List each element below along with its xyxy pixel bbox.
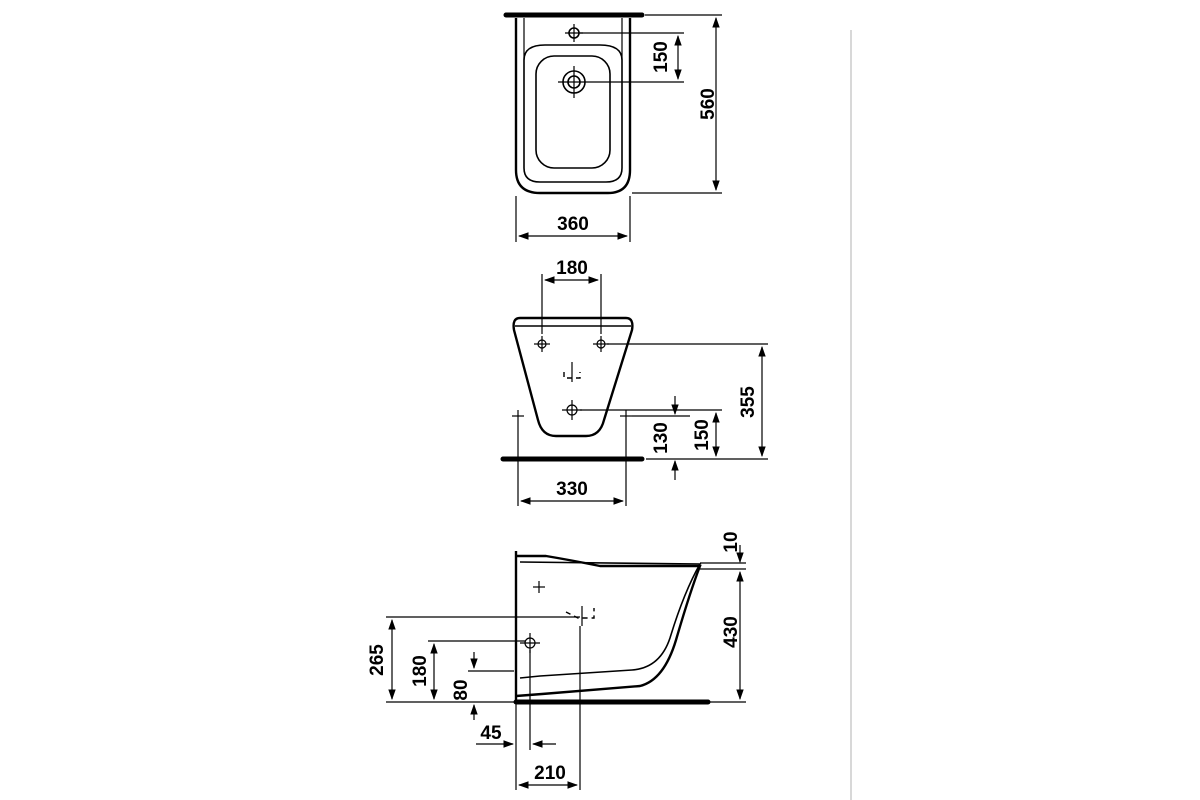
dim-360-label: 360 — [557, 214, 589, 235]
dim-265-label: 265 — [367, 644, 388, 676]
outlet-hole-side-icon — [520, 633, 540, 653]
dim-210-label: 210 — [534, 763, 566, 784]
dim-10-label: 10 — [721, 531, 742, 552]
outlet-hole-icon — [562, 400, 582, 420]
bolt-hole-left-icon — [534, 336, 550, 352]
dim-330-label: 330 — [556, 479, 588, 500]
dim-180-top-label: 180 — [556, 258, 588, 279]
bolt-hole-right-icon — [593, 336, 609, 352]
top-view: 560 150 360 — [503, 12, 722, 242]
dim-560-label: 560 — [698, 88, 719, 120]
dim-430-label: 430 — [721, 616, 742, 648]
side-view: 10 430 265 180 80 45 210 — [367, 531, 746, 790]
bidet-outer-outline-top — [514, 18, 632, 195]
dim-180-side-label: 180 — [410, 655, 431, 687]
dim-150-top-label: 150 — [651, 41, 672, 73]
inlet-dashed-side — [565, 608, 595, 619]
bowl-outline-side — [519, 561, 702, 679]
front-view: 180 330 — [500, 258, 768, 506]
bowl-outline-top — [535, 55, 611, 169]
dim-80-label: 80 — [451, 679, 472, 700]
fixing-point-left-icon — [512, 410, 524, 422]
dim-45-label: 45 — [480, 723, 502, 744]
fixing-point-side-icon — [533, 581, 545, 593]
dim-150-front-label: 150 — [692, 419, 713, 451]
bidet-outline-front — [512, 316, 634, 438]
dim-355-label: 355 — [738, 386, 759, 418]
dim-130-front-label: 130 — [651, 422, 672, 454]
bidet-outline-side — [515, 554, 702, 698]
rim-outline-top — [523, 44, 623, 183]
fixing-point-right-icon — [620, 410, 632, 422]
